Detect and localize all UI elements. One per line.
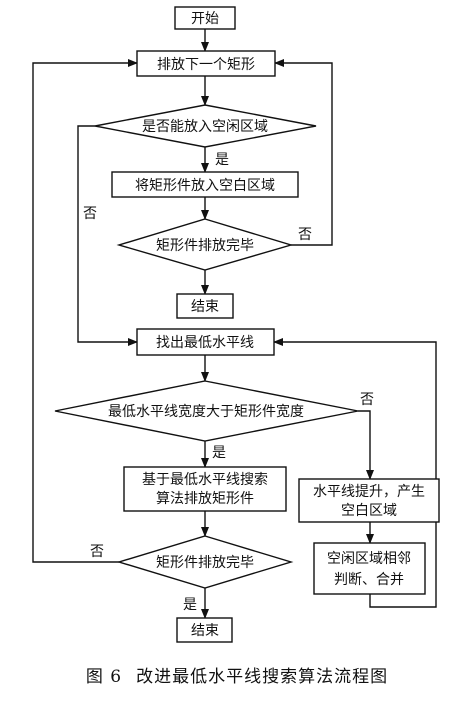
- edge-labels: 是 否 否 是 否 否 是: [83, 152, 374, 613]
- edge-fit-no: [77, 125, 138, 346]
- place-in-free-label: 将矩形件放入空白区域: [135, 178, 275, 194]
- place-in-free-node: 将矩形件放入空白区域: [111, 171, 299, 198]
- decision-fit-free: 是否能放入空闲区域: [94, 104, 317, 148]
- merge-label-1: 空闲区域相邻: [327, 551, 411, 567]
- edge-merge-loop: [273, 338, 437, 608]
- end-2-label: 结束: [191, 623, 219, 639]
- decision-width-label: 最低水平线宽度大于矩形件宽度: [108, 403, 304, 420]
- start-node: 开始: [174, 6, 236, 30]
- label-done2-no: 否: [90, 544, 104, 560]
- raise-line-node: 水平线提升，产生 空白区域: [298, 478, 440, 523]
- place-lowest-label-2: 算法排放矩形件: [156, 491, 254, 507]
- decision-fit-free-label: 是否能放入空闲区域: [142, 119, 268, 135]
- end-1-label: 结束: [191, 299, 219, 315]
- edges: [32, 29, 437, 619]
- decision-done-2: 矩形件排放完毕: [116, 535, 294, 589]
- decision-done-1: 矩形件排放完毕: [116, 218, 294, 271]
- decision-done-2-label: 矩形件排放完毕: [156, 555, 254, 571]
- raise-line-label-2: 空白区域: [341, 503, 397, 519]
- decision-width: 最低水平线宽度大于矩形件宽度: [54, 380, 359, 442]
- place-lowest-label-1: 基于最低水平线搜索: [142, 471, 268, 488]
- place-lowest-node: 基于最低水平线搜索 算法排放矩形件: [123, 466, 287, 512]
- end-2-node: 结束: [176, 617, 233, 643]
- end-1-node: 结束: [176, 293, 234, 319]
- edge-done2-no-loop: [32, 59, 138, 563]
- find-lowest-label: 找出最低水平线: [156, 335, 254, 351]
- next-rect-label: 排放下一个矩形: [157, 57, 255, 73]
- next-rect-node: 排放下一个矩形: [136, 50, 276, 77]
- label-fit-yes: 是: [215, 152, 229, 168]
- merge-node: 空闲区域相邻 判断、合并: [313, 542, 426, 595]
- figure-title: 改进最低水平线搜索算法流程图: [136, 667, 389, 687]
- merge-label-2: 判断、合并: [334, 572, 404, 588]
- label-done2-yes: 是: [183, 597, 197, 613]
- label-width-yes: 是: [212, 445, 226, 461]
- start-label: 开始: [191, 11, 219, 27]
- label-done1-no: 否: [298, 227, 312, 243]
- label-width-no: 否: [360, 392, 374, 408]
- figure-caption: 图 6 改进最低水平线搜索算法流程图: [0, 662, 474, 687]
- edge-done1-no-loop: [274, 59, 333, 246]
- edge-width-no: [358, 410, 374, 480]
- figure-number: 图 6: [85, 667, 123, 687]
- label-fit-no: 否: [83, 206, 97, 222]
- raise-line-label-1: 水平线提升，产生: [313, 484, 425, 500]
- decision-done-1-label: 矩形件排放完毕: [156, 238, 254, 254]
- find-lowest-node: 找出最低水平线: [136, 328, 275, 356]
